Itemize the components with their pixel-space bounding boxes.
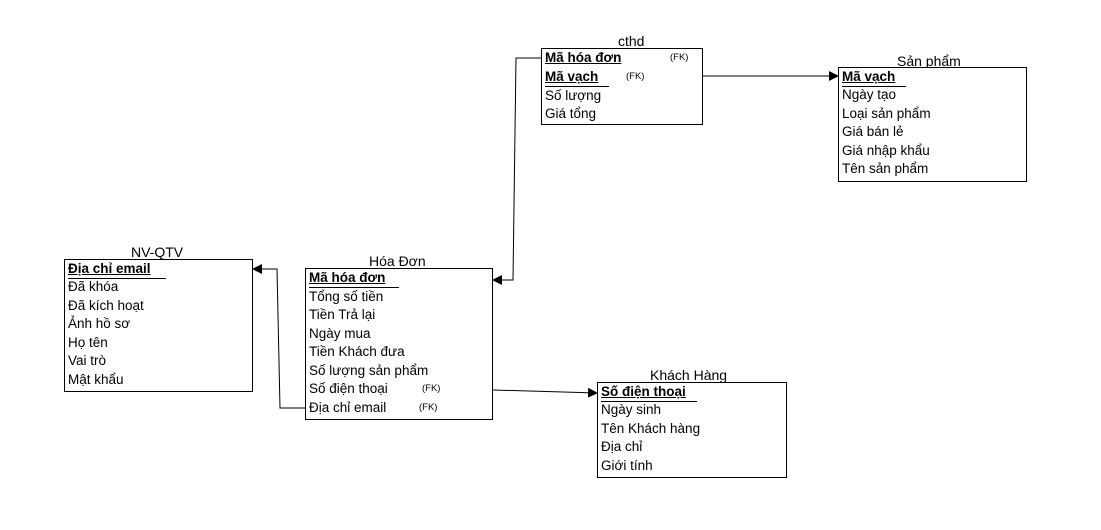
nv-qtv-attr: Đã khóa — [68, 279, 119, 294]
khach-hang-attr: Giới tính — [601, 458, 653, 473]
hoa-don-attr: Tiền Khách đưa — [309, 344, 405, 359]
cthd-pk-divider — [545, 86, 609, 87]
cthd-pk-ma-vach: Mã vạch — [545, 69, 599, 84]
nv-qtv-attr: Vai trò — [68, 353, 107, 368]
relation-hoadon-nvqtv — [252, 264, 305, 409]
entity-title-nv-qtv: NV-QTV — [131, 244, 184, 260]
entity-nv-qtv[interactable]: Địa chỉ email Đã khóa Đã kích hoạt Ảnh h… — [64, 259, 253, 392]
cthd-fk-tag-1: (FK) — [670, 52, 689, 63]
khach-hang-attr: Địa chỉ — [601, 439, 643, 454]
san-pham-attr: Loại sản phẩm — [842, 106, 931, 121]
hoa-don-fk-dia-chi-email: Địa chỉ email — [309, 400, 387, 415]
hoa-don-attr: Tổng số tiền — [309, 289, 384, 304]
entity-khach-hang[interactable]: Số điện thoại Ngày sinh Tên Khách hàng Đ… — [597, 382, 787, 478]
nv-qtv-attr: Đã kích hoạt — [68, 298, 144, 313]
hoa-don-fk-tag-1: (FK) — [422, 383, 441, 394]
hoa-don-pk-ma-hoa-don: Mã hóa đơn — [309, 270, 386, 285]
entity-title-san-pham: Sản phẩm — [897, 53, 961, 69]
hoa-don-attr: Ngày mua — [309, 326, 371, 341]
entity-san-pham[interactable]: Mã vạch Ngày tạo Loại sản phẩm Giá bán l… — [838, 67, 1027, 182]
entity-title-cthd: cthd — [618, 33, 645, 49]
san-pham-attr: Giá nhập khẩu — [842, 143, 930, 158]
relation-hoadon-khachhang — [492, 387, 598, 398]
entity-title-hoa-don: Hóa Đơn — [369, 253, 426, 269]
hoa-don-attr: Tiền Trả lại — [309, 307, 376, 322]
khach-hang-pk-so-dien-thoai: Số điện thoại — [601, 384, 686, 399]
nv-qtv-attr: Mật khẩu — [68, 372, 124, 387]
relation-cthd-hoadon — [492, 57, 541, 285]
khach-hang-attr: Ngày sinh — [601, 402, 662, 417]
nv-qtv-pk-dia-chi-email: Địa chỉ email — [68, 261, 151, 276]
san-pham-pk-ma-vach: Mã vạch — [842, 69, 896, 84]
nv-qtv-attr: Ảnh hồ sơ — [68, 316, 131, 331]
nv-qtv-pk-divider — [68, 278, 166, 279]
hoa-don-pk-divider — [309, 287, 399, 288]
entity-title-khach-hang: Khách Hàng — [650, 367, 728, 383]
cthd-pk-ma-hoa-don: Mã hóa đơn — [545, 50, 622, 65]
entity-cthd[interactable]: Mã hóa đơn (FK) Mã vạch (FK) Số lượng Gi… — [541, 48, 703, 125]
cthd-attr: Giá tổng — [545, 106, 597, 121]
san-pham-attr: Tên sản phẩm — [842, 161, 929, 176]
san-pham-attr: Ngày tạo — [842, 87, 897, 102]
san-pham-pk-divider — [842, 86, 906, 87]
cthd-fk-tag-2: (FK) — [626, 71, 645, 82]
entity-hoa-don[interactable]: Mã hóa đơn Tổng số tiền Tiền Trả lại Ngà… — [305, 268, 493, 420]
hoa-don-attr: Số lượng sản phẩm — [309, 363, 429, 378]
khach-hang-attr: Tên Khách hàng — [601, 421, 701, 436]
hoa-don-fk-so-dien-thoai: Số điện thoại — [309, 381, 388, 396]
khach-hang-pk-divider — [601, 401, 697, 402]
nv-qtv-attr: Họ tên — [68, 335, 108, 350]
cthd-attr: Số lượng — [545, 88, 602, 103]
hoa-don-fk-tag-2: (FK) — [419, 402, 438, 413]
san-pham-attr: Giá bán lẻ — [842, 124, 904, 139]
